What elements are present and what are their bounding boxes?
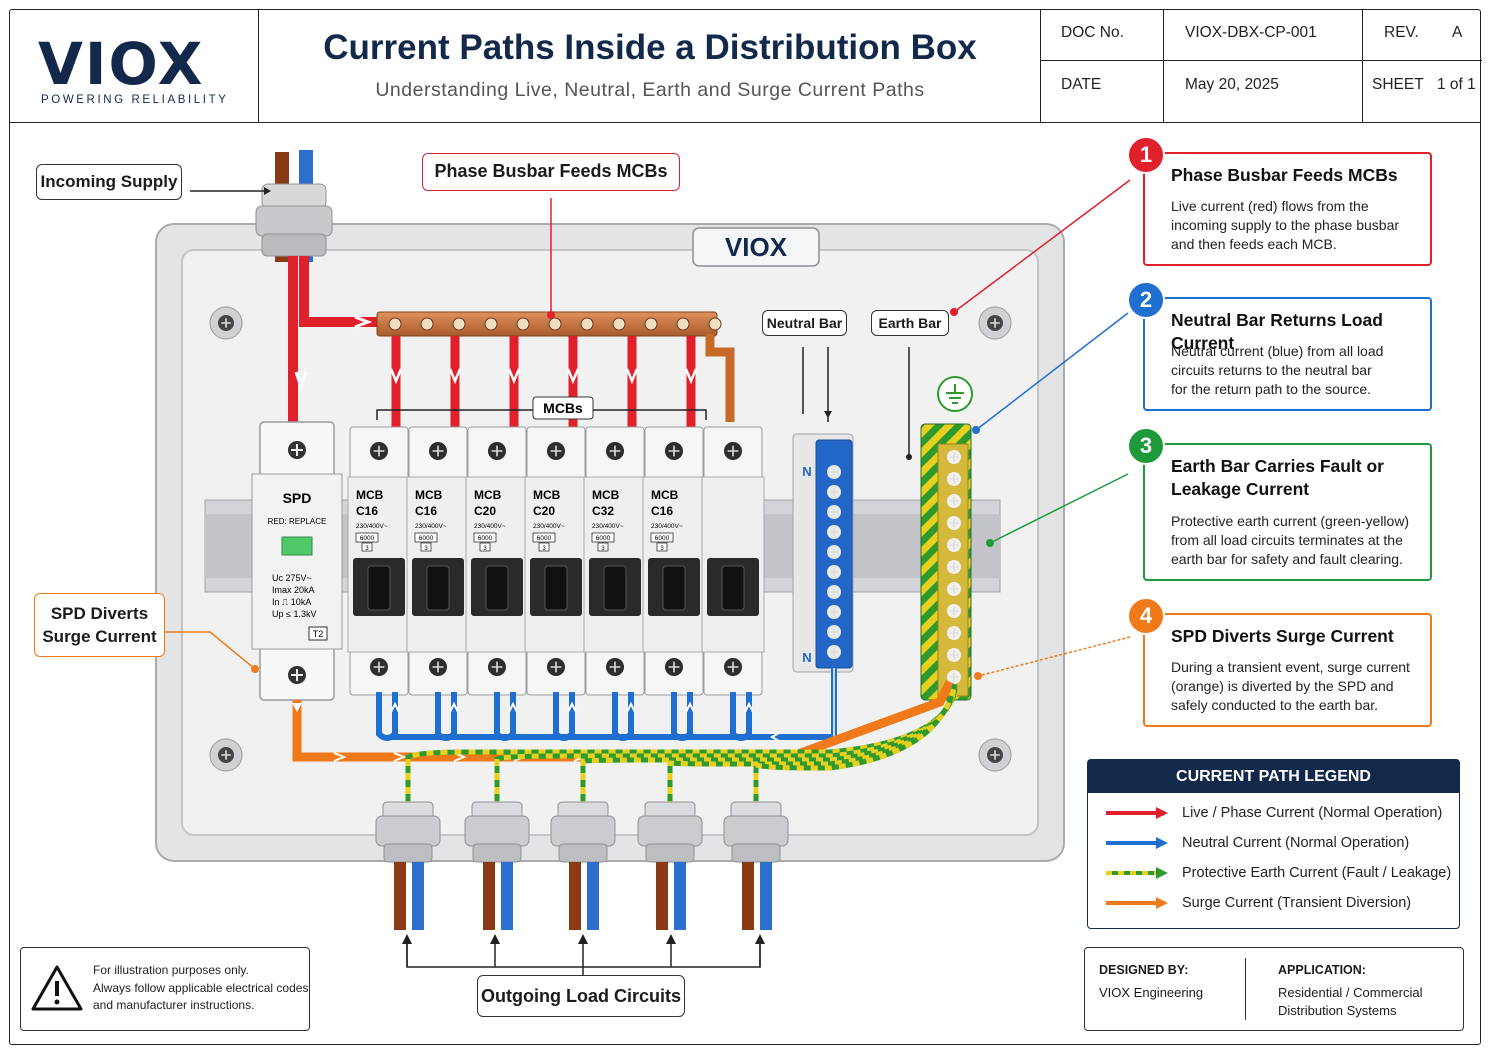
disclaimer-note: For illustration purposes only.Always fo… xyxy=(20,947,310,1031)
mcb-code: 6000 xyxy=(596,535,611,542)
mcb-code: 6000 xyxy=(478,535,493,542)
spd-spec-up: Up ≤ 1.3kV xyxy=(272,609,316,619)
mcb-4[interactable]: MCB C20 230/400V~ 6000 3 xyxy=(524,426,588,696)
mcb-name: MCB xyxy=(533,488,561,502)
neutral-bar: N N xyxy=(792,433,854,673)
outgoing-gland xyxy=(375,801,441,930)
mcb-code: 6000 xyxy=(419,535,434,542)
doc-no-label: DOC No. xyxy=(1061,24,1124,41)
mcb-name: MCB xyxy=(415,488,443,502)
info-box-neutral-bar: 2 Neutral Bar Returns Load Current Neutr… xyxy=(1127,281,1432,411)
mcb-voltage: 230/400V~ xyxy=(356,523,388,530)
outgoing-circuits-callout: Outgoing Load Circuits xyxy=(477,975,685,1017)
box-nameplate xyxy=(692,227,820,267)
incoming-supply-callout: Incoming Supply xyxy=(36,164,182,200)
mcb-name: MCB xyxy=(474,488,502,502)
mcb-class: 3 xyxy=(542,546,546,552)
mcb-class: 3 xyxy=(601,546,605,552)
info-box-spd: 4 SPD Diverts Surge Current During a tra… xyxy=(1127,597,1432,727)
current-path-legend: CURRENT PATH LEGEND Live / Phase Current… xyxy=(1087,759,1460,929)
date-label: DATE xyxy=(1061,76,1102,93)
designed-by-value: VIOX Engineering xyxy=(1099,985,1204,1000)
mcb-name: MCB xyxy=(651,488,679,502)
mcb-2[interactable]: MCB C16 230/400V~ 6000 3 xyxy=(406,426,470,696)
info-box-phase-busbar: 1 Phase Busbar Feeds MCBs Live current (… xyxy=(1127,136,1432,266)
phase-busbar-callout: Phase Busbar Feeds MCBs xyxy=(422,153,680,191)
mcbs-callout-label: MCBs xyxy=(543,400,583,416)
viox-logo: VIOX xyxy=(38,30,205,98)
distribution-box-diagram: VIOX SPD RED: REPLACE Uc 275V~ Imax 20k xyxy=(155,150,1065,984)
mcb-class: 3 xyxy=(365,546,369,552)
mcb-rating: C20 xyxy=(533,504,555,518)
outgoing-gland xyxy=(637,801,703,930)
mcb-voltage: 230/400V~ xyxy=(592,523,624,530)
mcb-rating: C16 xyxy=(651,504,673,518)
neutral-mark-top: N xyxy=(802,464,811,479)
mcb-voltage: 230/400V~ xyxy=(533,523,565,530)
rev-label: REV. xyxy=(1384,24,1419,41)
earth-symbol-icon xyxy=(937,376,973,412)
mcb-class: 3 xyxy=(660,546,664,552)
spd-status: RED: REPLACE xyxy=(268,517,327,526)
outgoing-gland xyxy=(723,801,789,930)
page-title: Current Paths Inside a Distribution Box xyxy=(323,28,977,67)
neutral-bar-callout: Neutral Bar xyxy=(762,310,847,336)
spd-type: T2 xyxy=(313,629,324,639)
drawing-sheet: VIOX POWERING RELIABILITY Current Paths … xyxy=(9,9,1482,1045)
warning-icon xyxy=(31,965,83,1011)
sheet-value: 1 of 1 xyxy=(1437,76,1476,93)
mcb-rating: C16 xyxy=(356,504,378,518)
sheet-label: SHEET xyxy=(1372,76,1424,93)
mcb-3[interactable]: MCB C20 230/400V~ 6000 3 xyxy=(465,426,529,696)
legend-live: Live / Phase Current (Normal Operation) xyxy=(1182,805,1443,821)
live-to-busbar xyxy=(299,256,377,327)
spd-spec-in: In ⎍ 10kA xyxy=(272,597,311,607)
mcb-1[interactable]: MCB C16 230/400V~ 6000 3 xyxy=(347,426,411,696)
rev-value: A xyxy=(1452,24,1463,41)
mcb-class: 3 xyxy=(424,546,428,552)
logo-tagline: POWERING RELIABILITY xyxy=(41,94,229,106)
mcb-code: 6000 xyxy=(537,535,552,542)
legend-neutral: Neutral Current (Normal Operation) xyxy=(1182,835,1410,851)
date-value: May 20, 2025 xyxy=(1185,76,1279,93)
legend-title: CURRENT PATH LEGEND xyxy=(1088,760,1459,793)
application-label: APPLICATION: xyxy=(1278,963,1366,977)
outgoing-gland xyxy=(464,801,530,930)
nameplate-text: VIOX xyxy=(725,232,788,262)
spd-device: SPD RED: REPLACE Uc 275V~ Imax 20kA In ⎍… xyxy=(251,421,343,701)
mcb-rating: C32 xyxy=(592,504,614,518)
designed-by-label: DESIGNED BY: xyxy=(1099,963,1189,977)
mcb-voltage: 230/400V~ xyxy=(651,523,683,530)
earth-bar-callout: Earth Bar xyxy=(871,310,949,336)
spd-spec-imax: Imax 20kA xyxy=(272,585,315,595)
mcb-voltage: 230/400V~ xyxy=(415,523,447,530)
mcb-6[interactable]: MCB C16 230/400V~ 6000 3 xyxy=(642,426,706,696)
spd-label: SPD xyxy=(283,490,312,506)
design-block: DESIGNED BY: VIOX Engineering APPLICATIO… xyxy=(1084,947,1464,1031)
mcb-code: 6000 xyxy=(655,535,670,542)
mcb-class: 3 xyxy=(483,546,487,552)
mcb-voltage: 230/400V~ xyxy=(474,523,506,530)
outgoing-gland xyxy=(550,801,616,930)
mcb-code: 6000 xyxy=(360,535,375,542)
legend-surge: Surge Current (Transient Diversion) xyxy=(1182,895,1412,911)
spd-spec-uc: Uc 275V~ xyxy=(272,573,312,583)
mcb-rating: C16 xyxy=(415,504,437,518)
mcb-5[interactable]: MCB C32 230/400V~ 6000 3 xyxy=(583,426,647,696)
mcb-name: MCB xyxy=(592,488,620,502)
neutral-mark-bottom: N xyxy=(802,650,811,665)
mcb-name: MCB xyxy=(356,488,384,502)
page-subtitle: Understanding Live, Neutral, Earth and S… xyxy=(375,79,925,101)
doc-no-value: VIOX-DBX-CP-001 xyxy=(1185,24,1317,41)
mcb-rating: C20 xyxy=(474,504,496,518)
mcbs-callout xyxy=(532,396,594,420)
legend-earth: Protective Earth Current (Fault / Leakag… xyxy=(1182,865,1452,881)
mcb-7[interactable] xyxy=(701,426,765,696)
title-block: VIOX POWERING RELIABILITY Current Paths … xyxy=(10,10,1482,123)
earth-bar xyxy=(920,423,972,701)
legend-swatches xyxy=(1106,807,1168,909)
